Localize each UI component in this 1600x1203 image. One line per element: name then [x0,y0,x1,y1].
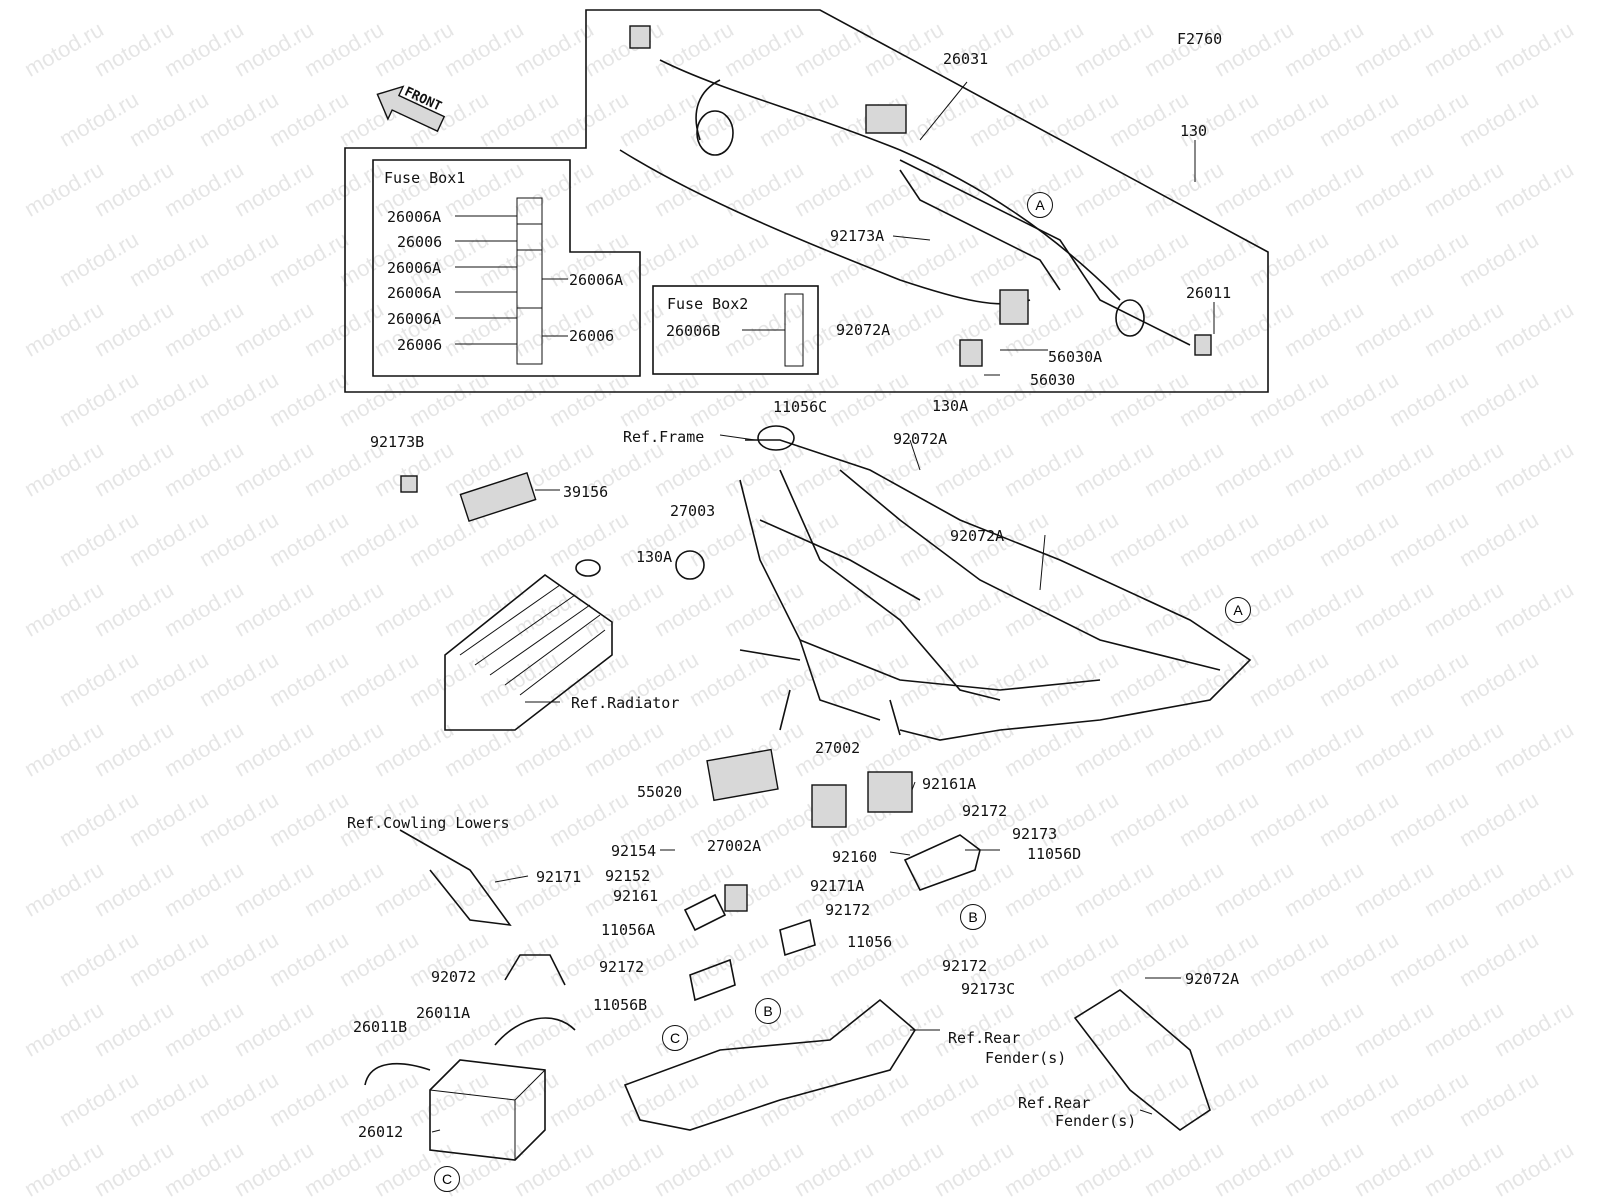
marker-a-top: A [1027,192,1053,218]
callout-92072A-low: 92072A [1185,970,1240,988]
ref-cowling-lowers: Ref.Cowling Lowers [347,814,510,832]
ref-rear-fender-1b: Fender(s) [985,1049,1067,1067]
callout-92161: 92161 [613,887,659,905]
marker-b-right: B [960,904,986,930]
part-27003 [675,550,705,580]
main-wire-harness [619,25,1212,367]
marker-b-left: B [755,998,781,1024]
callout-92173A: 92173A [830,227,885,245]
marker-a-frame: A [1225,597,1251,623]
callout-92072A-right: 92072A [950,527,1005,545]
callout-27002A: 27002A [707,837,762,855]
fusebox1-label-4: 26006A [387,310,442,328]
callout-92072A-top: 92072A [836,321,891,339]
ref-rear-fender-2b: Fender(s) [1055,1112,1137,1130]
marker-c-fender: C [662,1025,688,1051]
fusebox2-label: 26006B [666,322,721,340]
frame [739,425,1252,741]
part-11056D [903,834,981,891]
callout-56030A: 56030A [1048,348,1103,366]
fusebox2-outline [652,285,819,375]
callout-11056B: 11056B [593,996,648,1014]
fusebox1-label-2: 26006A [387,259,442,277]
callout-26031: 26031 [943,50,989,68]
callout-92173C: 92173C [961,980,1016,998]
leader-lines [431,81,1215,1133]
ref-rear-fender-1a: Ref.Rear [948,1029,1021,1047]
fusebox1-fuses [516,197,543,365]
callout-55020: 55020 [637,783,683,801]
callout-26012: 26012 [358,1123,404,1141]
fusebox2-title: Fuse Box2 [667,295,749,313]
callout-26011A: 26011A [416,1004,471,1022]
callout-92171: 92171 [536,868,582,886]
callout-92152: 92152 [605,867,651,885]
part-cowling-bracket [399,829,512,927]
fusebox1-outline [372,159,641,377]
marker-c-battery: C [434,1166,460,1192]
ref-radiator: Ref.Radiator [571,694,680,712]
callout-92171A: 92171A [810,877,865,895]
callout-92072: 92072 [431,968,477,986]
part-92173B [400,475,418,493]
callout-92172-d: 92172 [942,957,988,975]
part-27002 [811,784,847,828]
callout-11056A: 11056A [601,921,656,939]
callout-92160: 92160 [832,848,878,866]
radiator [444,559,613,731]
part-11056A [683,893,727,932]
callout-92172-c: 92172 [599,958,645,976]
part-11056B [689,958,736,1002]
part-27002A [724,884,748,912]
fusebox1-right-label-1: 26006 [569,327,615,345]
callout-11056C: 11056C [773,398,828,416]
callout-11056: 11056 [847,933,893,951]
fusebox2-fuses [784,293,804,367]
callout-92173: 92173 [1012,825,1058,843]
fusebox1-label-0: 26006A [387,208,442,226]
callout-26011B: 26011B [353,1018,408,1036]
battery-26012 [429,1059,546,1161]
callout-27003: 27003 [670,502,716,520]
callout-92172-a: 92172 [962,802,1008,820]
callout-56030: 56030 [1030,371,1076,389]
callout-11056D: 11056D [1027,845,1082,863]
cable-26011A [494,1017,576,1046]
front-arrow [376,85,446,133]
callout-130A-top: 130A [932,397,969,415]
callout-92161A: 92161A [922,775,977,793]
callout-92173B: 92173B [370,433,425,451]
ref-rear-fender-2a: Ref.Rear [1018,1094,1091,1112]
rear-fender-inner [623,998,917,1131]
cable-26011B [364,1062,431,1086]
callout-92172-b: 92172 [825,901,871,919]
part-55020 [706,748,779,802]
rear-fender-right [1073,989,1211,1131]
fusebox1-label-5: 26006 [397,336,443,354]
callout-92154: 92154 [611,842,657,860]
fusebox1-label-3: 26006A [387,284,442,302]
part-39156 [459,471,537,523]
ref-frame: Ref.Frame [623,428,705,446]
callout-27002: 27002 [815,739,861,757]
diagram-id: F2760 [1177,30,1223,48]
callout-39156: 39156 [563,483,609,501]
part-92072 [504,954,566,986]
callout-130: 130 [1180,122,1208,140]
fusebox1-right-label-0: 26006A [569,271,624,289]
harness-region-outline [344,9,1269,393]
callout-92072A-mid: 92072A [893,430,948,448]
callout-130A-left: 130A [636,548,673,566]
part-11056 [779,918,816,957]
fusebox1-label-1: 26006 [397,233,443,251]
part-92161A [867,771,913,813]
fusebox1-title: Fuse Box1 [384,169,466,187]
callout-26011: 26011 [1186,284,1232,302]
